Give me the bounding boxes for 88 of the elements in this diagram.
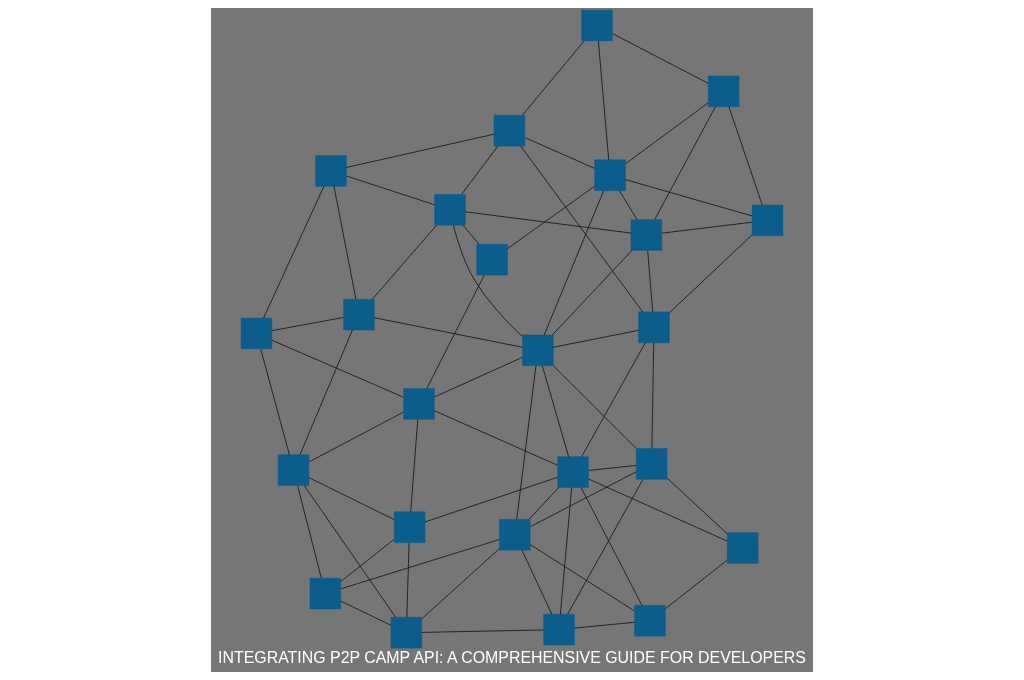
node-box	[594, 159, 626, 191]
connector	[516, 365, 537, 520]
connector	[588, 478, 728, 542]
connector	[465, 211, 632, 234]
node-box	[638, 311, 670, 343]
node-box	[277, 454, 310, 486]
connector	[263, 186, 325, 319]
connector	[426, 274, 485, 389]
connector	[588, 465, 637, 471]
connector	[308, 411, 405, 463]
connector	[521, 549, 553, 615]
connector	[421, 629, 544, 633]
connector	[552, 329, 639, 348]
connector	[528, 487, 560, 520]
connector	[453, 224, 523, 337]
node-box	[393, 511, 426, 543]
connector	[346, 175, 435, 206]
connector	[625, 179, 753, 217]
node-box	[343, 299, 375, 331]
connector	[340, 600, 392, 626]
connector	[271, 317, 344, 332]
connector	[541, 365, 570, 458]
connector	[665, 559, 728, 610]
connector	[529, 544, 635, 612]
connector	[529, 471, 637, 528]
connector	[728, 106, 763, 206]
connector	[647, 250, 654, 313]
connector	[340, 538, 395, 582]
connector	[574, 621, 635, 629]
connector	[580, 487, 643, 606]
connector	[581, 342, 646, 458]
node-box	[499, 519, 531, 551]
connector	[625, 102, 709, 165]
node-box	[403, 388, 435, 420]
node-box	[315, 155, 347, 187]
connector	[462, 224, 480, 245]
node-box	[630, 219, 663, 251]
node-box	[634, 605, 666, 637]
connector	[406, 542, 410, 618]
connector	[651, 342, 655, 449]
connector	[434, 410, 558, 466]
connector	[434, 356, 523, 398]
node-box	[522, 334, 554, 366]
node-box	[493, 115, 526, 147]
connector	[619, 190, 638, 221]
connector	[552, 250, 633, 336]
connector	[373, 317, 523, 348]
node-box	[751, 204, 784, 236]
node-box	[543, 613, 575, 646]
connector	[346, 133, 495, 168]
connector	[543, 190, 605, 336]
connector	[340, 539, 500, 590]
connector	[421, 548, 500, 620]
connector	[297, 485, 322, 579]
connector	[520, 145, 644, 313]
connector	[524, 137, 595, 169]
connector	[567, 478, 644, 615]
connector	[308, 477, 395, 520]
connector	[521, 40, 585, 116]
node-box	[240, 317, 273, 350]
connector	[661, 221, 753, 234]
connector	[669, 234, 753, 314]
connector	[424, 476, 558, 523]
node-box	[636, 448, 668, 480]
connector	[410, 419, 419, 512]
connector	[333, 185, 357, 300]
connector	[552, 365, 637, 449]
diagram-title: INTEGRATING P2P CAMP API: A COMPREHENSIVE GUIDE FOR DEVELOPERS	[218, 648, 806, 666]
node-box	[581, 9, 613, 42]
node-box	[476, 244, 508, 276]
node-box	[309, 578, 341, 610]
node-box	[708, 75, 740, 108]
node-box	[727, 532, 759, 564]
connector	[654, 106, 716, 220]
connector	[507, 185, 596, 250]
node-box	[390, 617, 422, 649]
connector	[461, 145, 499, 195]
node-box	[434, 194, 466, 226]
connector	[371, 224, 437, 300]
connector	[303, 485, 397, 618]
node-box	[557, 456, 589, 488]
connector	[299, 329, 353, 455]
connector	[559, 487, 573, 615]
connector	[612, 33, 709, 84]
connector	[597, 40, 610, 161]
connector	[260, 348, 290, 456]
connector	[666, 477, 728, 535]
connector	[271, 339, 404, 398]
